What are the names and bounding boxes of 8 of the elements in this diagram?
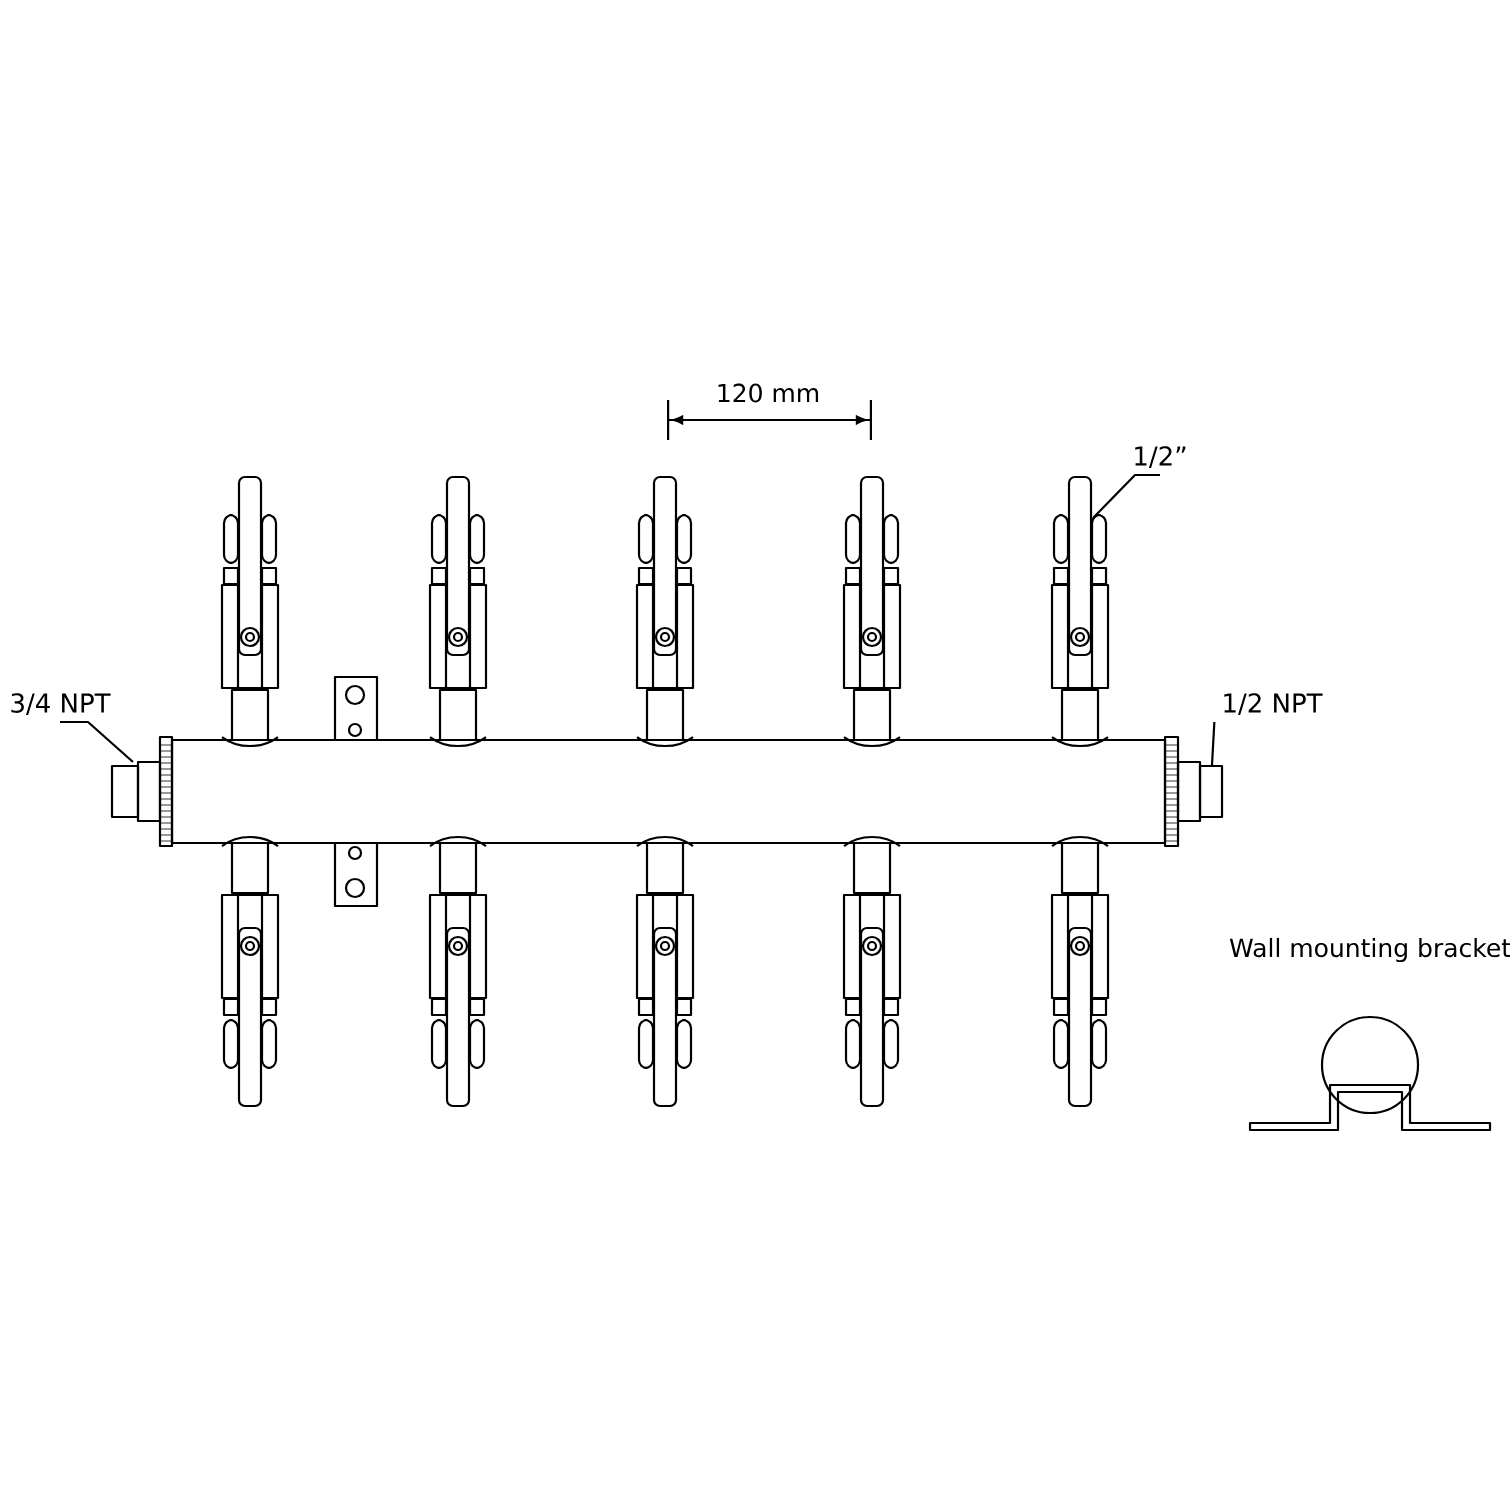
leader-line <box>1210 721 1216 766</box>
callout-label: 1/2 NPT <box>1224 693 1323 715</box>
callout-label: 1/2” <box>1135 446 1186 468</box>
callout-label: 3/4 NPT <box>11 693 111 715</box>
dimension-label: 120 mm <box>718 383 819 403</box>
leader-line <box>60 720 134 763</box>
caption: Wall mounting bracket <box>1229 937 1510 963</box>
leader-line <box>1092 473 1160 519</box>
